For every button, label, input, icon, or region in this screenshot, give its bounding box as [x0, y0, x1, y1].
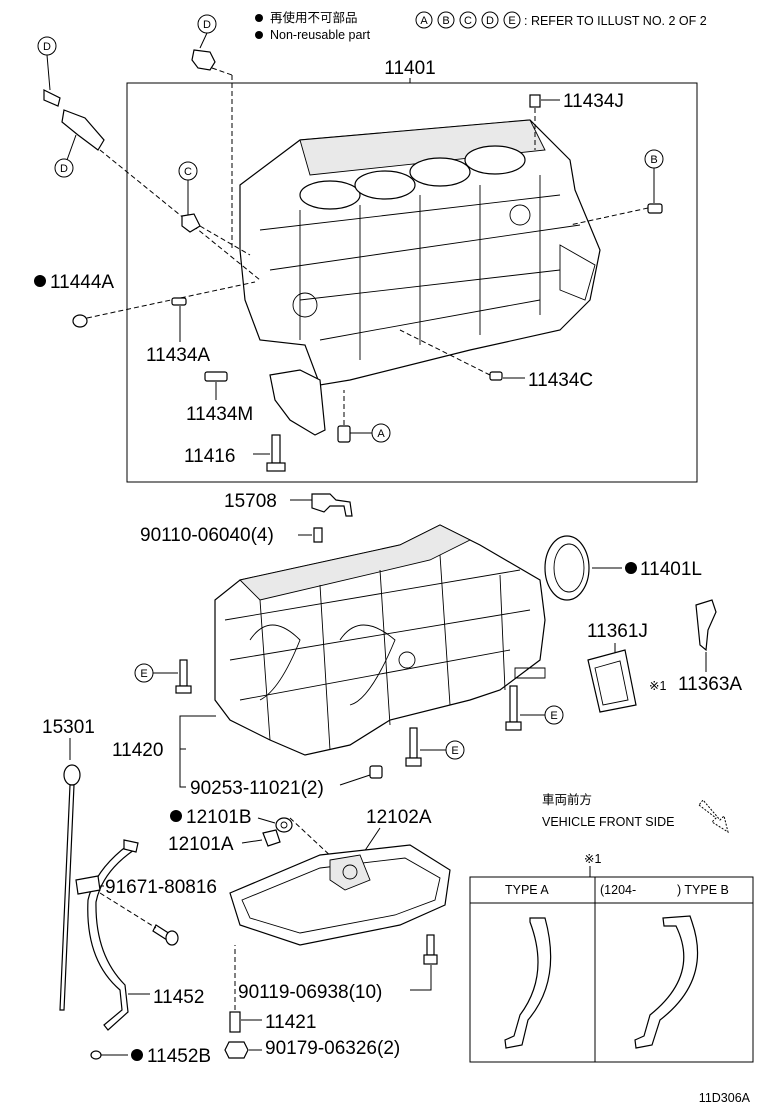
non-reusable-bullet-icon [255, 31, 263, 39]
plug-12101a [262, 829, 281, 847]
legend-en: Non-reusable part [270, 28, 371, 42]
refer-letter-d: D [486, 15, 494, 27]
cylinder-block [239, 119, 601, 436]
non-reusable-bullet-icon [131, 1049, 143, 1061]
label-15708[interactable]: 15708 [224, 491, 277, 512]
label-90253-11021[interactable]: 90253-11021(2) [190, 778, 324, 799]
label-11434j[interactable]: 11434J [563, 91, 624, 112]
oil-jet-15708 [311, 493, 353, 517]
label-11434c[interactable]: 11434C [528, 370, 593, 391]
callout-d-top: D [203, 19, 211, 31]
label-11401l[interactable]: 11401L [640, 559, 702, 580]
label-91671-80816[interactable]: 91671-80816 [105, 877, 217, 898]
clamp-91671 [75, 875, 101, 895]
bracket-type-a [504, 917, 552, 1049]
refer-letter-a: A [420, 15, 428, 27]
dipstick-15301 [59, 764, 81, 1011]
pin-11434a [171, 297, 187, 306]
label-90179-06326[interactable]: 90179-06326(2) [265, 1038, 400, 1059]
non-reusable-bullet-icon [625, 562, 637, 574]
callout-d-mid: D [60, 163, 68, 175]
callout-c: C [184, 166, 192, 178]
callout-d-left: D [43, 41, 51, 53]
knock-sensor-top: D [191, 14, 233, 250]
label-11452[interactable]: 11452 [153, 987, 204, 1008]
non-reusable-bullet-icon [255, 14, 263, 22]
label-90110-06040[interactable]: 90110-06040(4) [140, 525, 274, 546]
callout-e1: E [140, 668, 147, 680]
front-side-en: VEHICLE FRONT SIDE [542, 815, 674, 829]
illustration-code: 11D306A [699, 1091, 751, 1105]
bolt-e3: E [405, 727, 465, 767]
label-11434a[interactable]: 11434A [146, 345, 210, 366]
mark-11363a: ※1 [649, 679, 666, 693]
detail-mark: ※1 [584, 852, 601, 866]
label-12101b[interactable]: 12101B [186, 807, 252, 828]
label-11401[interactable]: 11401 [384, 58, 435, 79]
pin-90253 [369, 765, 383, 779]
non-reusable-bullet-icon [170, 810, 182, 822]
bolt-e1: E [134, 659, 192, 694]
label-11434m[interactable]: 11434M [186, 404, 253, 425]
oil-pressure-sensor: D D [37, 36, 261, 281]
legend: 再使用不可部品 Non-reusable part [255, 10, 371, 42]
plug-11444a [72, 314, 88, 328]
bolt-90110 [313, 527, 323, 543]
label-15301[interactable]: 15301 [42, 717, 95, 738]
callout-e2: E [550, 710, 557, 722]
label-11444a[interactable]: 11444A [50, 272, 114, 293]
label-11421[interactable]: 11421 [265, 1012, 316, 1033]
pin-11434m [204, 371, 228, 382]
callout-c-group: C [178, 161, 251, 256]
detail-box [469, 876, 754, 1063]
detail-type-b-range: (1204- [600, 883, 636, 897]
label-11420[interactable]: 11420 [112, 740, 163, 761]
callout-b-group: B [569, 149, 664, 226]
cylinder-block-frame [126, 82, 698, 483]
refer-letter-e: E [508, 15, 515, 27]
legend-jp: 再使用不可部品 [270, 10, 358, 25]
pin-11434j [529, 94, 541, 108]
callout-a: A [377, 428, 385, 440]
label-11416[interactable]: 11416 [184, 446, 235, 467]
pin-a [337, 425, 351, 443]
o-ring-11452b [90, 1050, 102, 1060]
gasket-12101b [275, 817, 293, 833]
pin-11434c [489, 371, 503, 381]
bolt-91671 [152, 924, 179, 946]
detail-type-a: TYPE A [505, 883, 549, 897]
non-reusable-bullet-icon [34, 275, 46, 287]
refer-note: A B C D E : REFER TO ILLUST NO. 2 OF 2 [415, 11, 707, 29]
bolt-11416 [266, 434, 286, 472]
bracket-type-b [634, 915, 699, 1049]
oil-pan-12102a [229, 844, 451, 946]
front-direction-arrow-icon [698, 799, 729, 834]
bolt-90119 [423, 934, 438, 965]
bracket-11363a [695, 599, 717, 652]
label-11361j[interactable]: 11361J [587, 621, 648, 642]
label-11363a[interactable]: 11363A [678, 674, 742, 695]
refer-text: : REFER TO ILLUST NO. 2 OF 2 [524, 14, 707, 28]
crankcase-11420 [214, 524, 546, 756]
refer-letter-b: B [442, 15, 449, 27]
refer-letter-c: C [464, 15, 472, 27]
guide-tube-11452 [87, 839, 139, 1031]
label-12102a[interactable]: 12102A [366, 807, 432, 828]
label-12101a[interactable]: 12101A [168, 834, 234, 855]
bolt-e2: E [505, 685, 564, 731]
callout-b: B [650, 154, 657, 166]
stud-11421 [229, 1011, 241, 1033]
label-90119-06938[interactable]: 90119-06938(10) [238, 982, 382, 1003]
label-11452b[interactable]: 11452B [147, 1046, 211, 1067]
cover-11361j [587, 649, 637, 713]
detail-type-b: ) TYPE B [677, 883, 729, 897]
nut-90179 [224, 1041, 249, 1059]
callout-e3: E [451, 745, 458, 757]
oil-seal-11401l [544, 535, 590, 601]
front-side-jp: 車両前方 [542, 792, 592, 807]
